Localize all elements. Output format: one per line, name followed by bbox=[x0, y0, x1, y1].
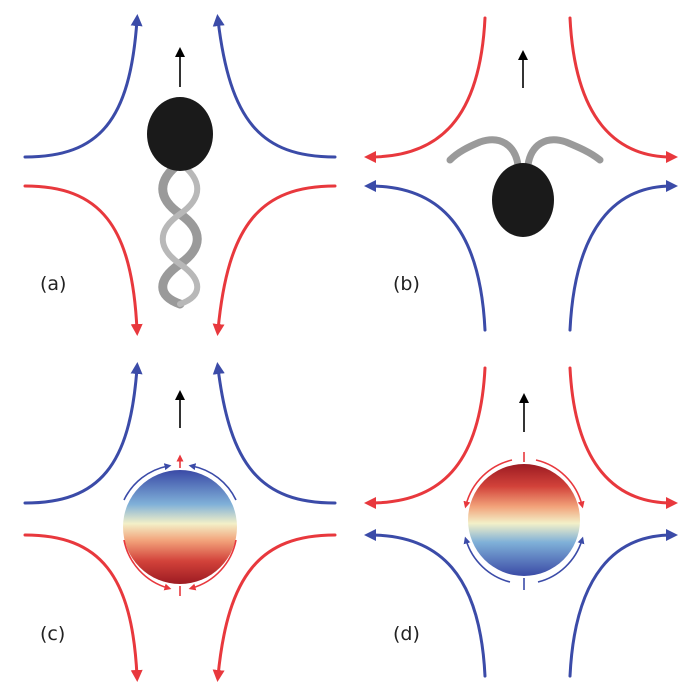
cell-body-icon bbox=[147, 97, 213, 171]
panel-label: (b) bbox=[393, 273, 420, 295]
squirmer-body-icon bbox=[468, 464, 580, 576]
outflow-streamline-upper-left bbox=[364, 366, 487, 509]
inflow-streamline-upper-left bbox=[23, 362, 143, 505]
panel-d: (d) bbox=[364, 366, 678, 678]
surface-slip-arrow-upper-right bbox=[535, 459, 585, 509]
panel-b: (b) bbox=[364, 16, 678, 332]
outflow-streamline-lower-right bbox=[212, 184, 337, 336]
flagellum-icon-strand bbox=[159, 160, 201, 307]
inflow-streamline-upper-left bbox=[23, 14, 143, 159]
outflow-streamline-upper-right bbox=[568, 366, 678, 509]
outflow-streamline-lower-left bbox=[23, 184, 143, 336]
surface-slip-arrow-upper-left bbox=[123, 463, 172, 501]
surface-slip-arrow-upper-left bbox=[463, 459, 513, 509]
surface-slip-arrow-upper-right bbox=[188, 463, 237, 501]
outflow-streamline-upper-right bbox=[568, 16, 678, 163]
inflow-streamline-lower-right bbox=[568, 180, 678, 332]
panel-c: (c) bbox=[23, 362, 337, 682]
squirmer-body-icon bbox=[123, 470, 237, 584]
flagellum-icon bbox=[158, 158, 202, 309]
inflow-streamline-upper-right bbox=[212, 14, 337, 159]
outflow-streamline-upper-left bbox=[364, 16, 487, 163]
outflow-streamline-lower-left bbox=[23, 533, 143, 682]
cell-body-icon bbox=[492, 163, 554, 237]
outflow-streamline-lower-right bbox=[212, 533, 337, 682]
panel-label: (a) bbox=[40, 273, 66, 295]
flagellum-icon-right bbox=[524, 136, 604, 169]
inflow-streamline-lower-right bbox=[568, 529, 678, 678]
inflow-streamline-upper-right bbox=[212, 362, 337, 505]
surface-slip-arrow-lower-right bbox=[537, 536, 585, 583]
panel-label: (d) bbox=[393, 623, 420, 645]
flagellum-icon-left bbox=[446, 136, 522, 169]
surface-slip-arrow-lower-right bbox=[188, 539, 237, 591]
panel-a: (a) bbox=[23, 14, 337, 336]
panel-label: (c) bbox=[40, 623, 65, 645]
inflow-streamline-lower-left bbox=[364, 180, 487, 332]
surface-slip-arrow-lower-left bbox=[463, 536, 511, 583]
surface-slip-arrow-lower-left bbox=[123, 539, 172, 591]
inflow-streamline-lower-left bbox=[364, 529, 487, 678]
